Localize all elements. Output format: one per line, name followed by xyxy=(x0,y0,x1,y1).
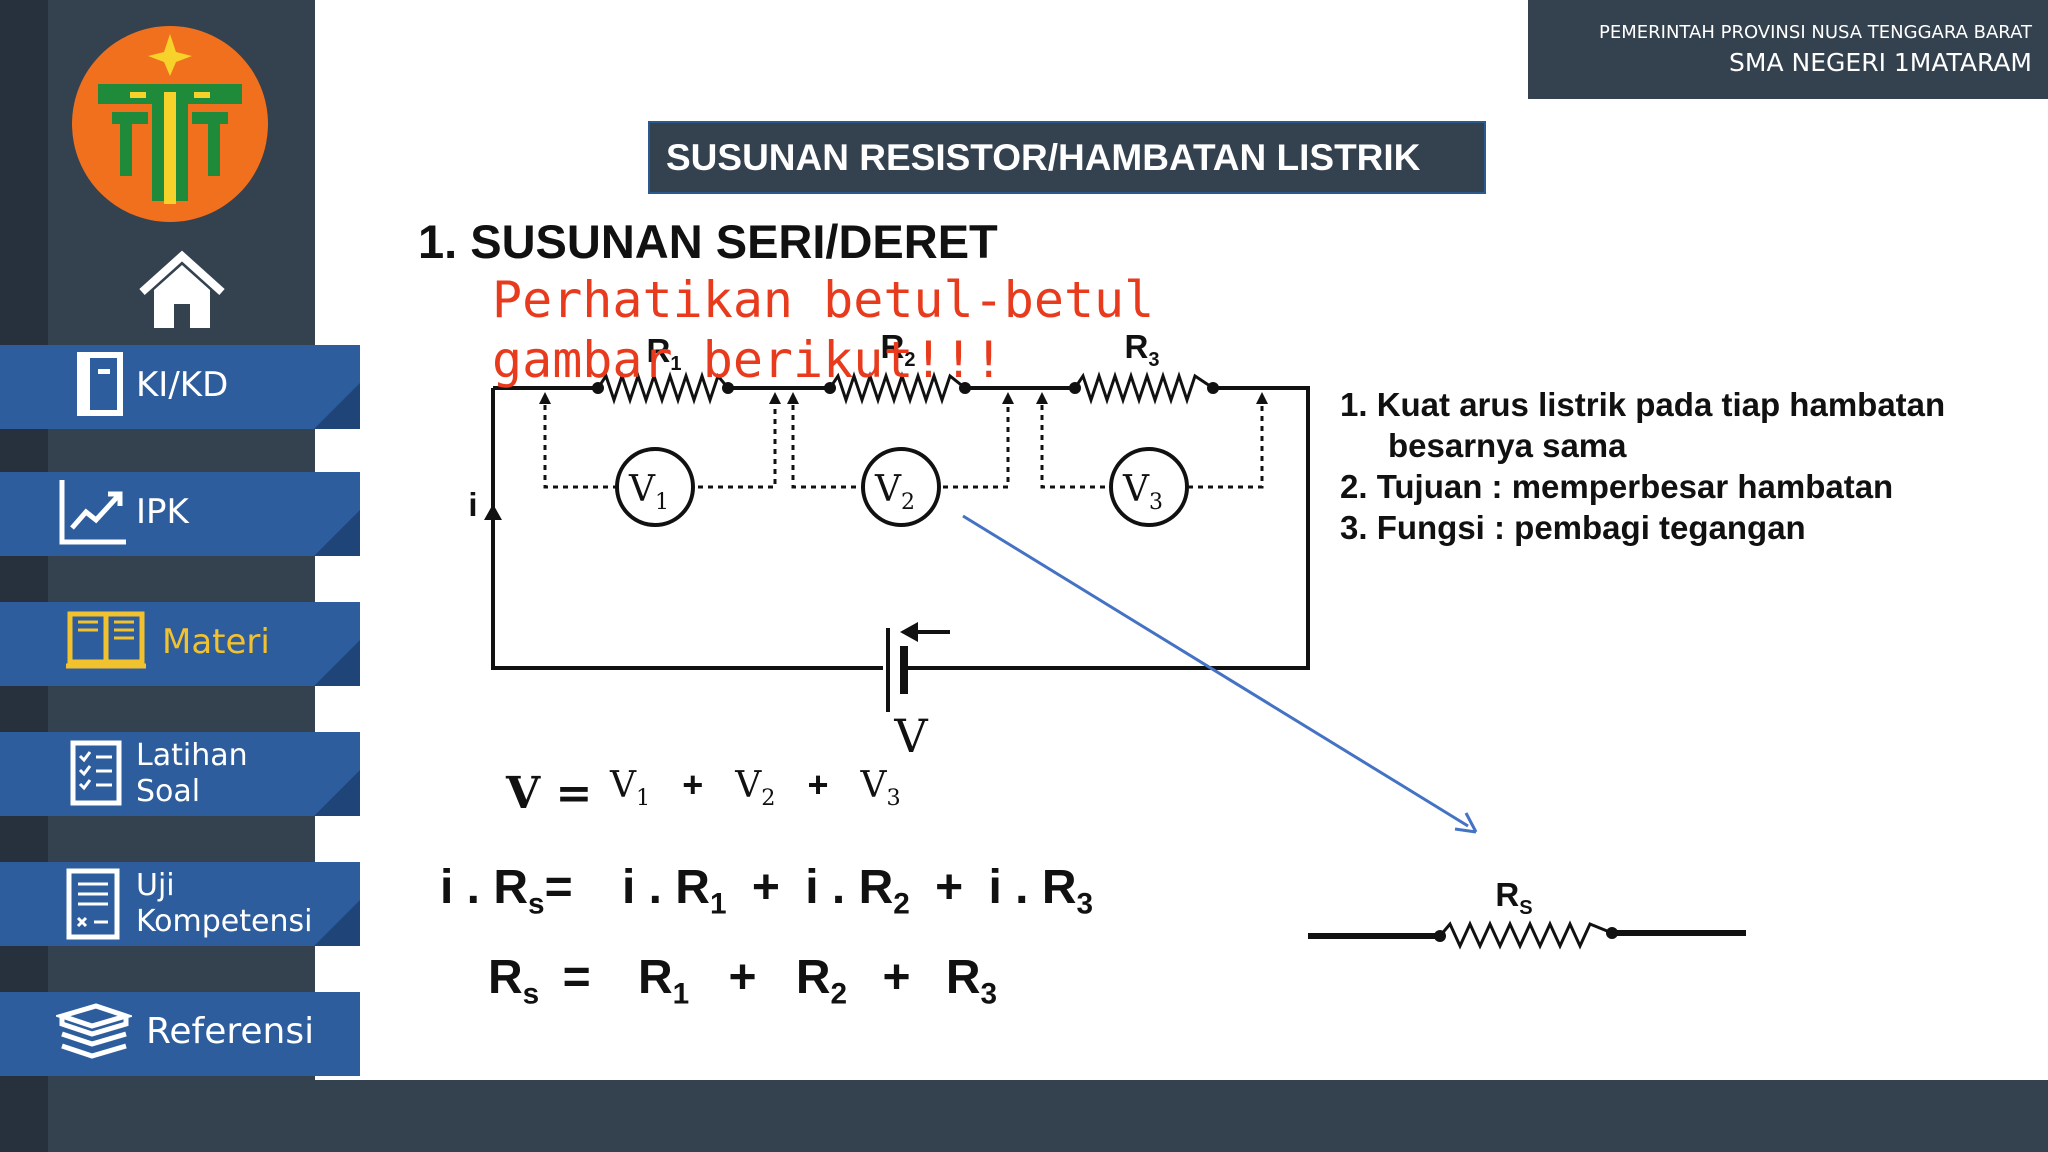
book-icon xyxy=(77,352,123,416)
equation-voltage-sum: V = xyxy=(506,768,593,819)
node-dot xyxy=(1207,382,1219,394)
node-dot xyxy=(824,382,836,394)
home-icon[interactable] xyxy=(136,250,228,332)
chart-trend-icon xyxy=(59,480,126,545)
section-heading: 1. SUSUNAN SERI/DERET xyxy=(418,215,998,268)
source-label: V xyxy=(893,709,928,763)
nav-uji-kompetensi[interactable]: Uji Kompetensi xyxy=(0,862,360,980)
note-text: Perhatikan betul-betul gambar berikut!!! xyxy=(492,271,1155,389)
equation-series-resistance: Rs = R1 + R2 + R3 xyxy=(488,951,998,1011)
nav-label: Materi xyxy=(162,622,270,662)
nav-tab-background xyxy=(0,862,360,946)
nav-label-line2: Soal xyxy=(136,774,201,809)
equation-ir-sum: i . Rs= i . R1 + i . R2 + i . R3 xyxy=(440,861,1094,921)
books-stack-icon xyxy=(56,1003,132,1059)
nav-latihan-soal[interactable]: Latihan Soal xyxy=(0,732,360,850)
voltmeter-label-3: V3 xyxy=(1122,469,1163,515)
bottom-bar xyxy=(0,1080,2048,1152)
pointer-arrow xyxy=(962,514,1478,834)
nav-label: KI/KD xyxy=(136,365,229,405)
resistor-label-3: R3 xyxy=(1125,328,1160,371)
equivalent-resistor-label: RS xyxy=(1495,876,1532,919)
school-header: PEMERINTAH PROVINSI NUSA TENGGARA BARAT … xyxy=(1528,0,2048,99)
checklist-icon xyxy=(70,740,122,806)
nav-label-line2: Kompetensi xyxy=(136,904,313,939)
bottom-bar-edge xyxy=(0,1080,48,1152)
lead-arrowheads xyxy=(539,392,1268,404)
node-dot xyxy=(592,382,604,394)
nav-referensi[interactable]: Referensi xyxy=(0,992,360,1110)
nav-label: IPK xyxy=(136,492,189,532)
property-item: 3. Fungsi : pembagi tegangan xyxy=(1340,509,1806,546)
circuit-wires xyxy=(491,371,1310,670)
nav-tab-background xyxy=(0,602,360,686)
current-arrow xyxy=(484,504,502,520)
nav-ki-kd[interactable]: KI/KD xyxy=(0,345,360,463)
equivalent-resistor xyxy=(1308,920,1746,950)
voltmeter-circles xyxy=(615,447,1189,527)
property-item: 2. Tujuan : memperbesar hambatan xyxy=(1340,468,1894,505)
equation-voltage-terms: V1 + V2 + V3 xyxy=(610,764,901,812)
nav-label: Referensi xyxy=(146,1011,315,1052)
current-label: i xyxy=(468,486,477,523)
page-title: SUSUNAN RESISTOR/HAMBATAN LISTRIK xyxy=(648,121,1486,194)
open-book-icon xyxy=(66,611,146,669)
resistor-label-1: R1 xyxy=(647,332,682,375)
voltmeter-label-1: V1 xyxy=(628,469,669,515)
node-dot xyxy=(1069,382,1081,394)
battery-symbol xyxy=(886,622,950,712)
resistor-label-2: R2 xyxy=(881,328,916,371)
nav-tab-background xyxy=(0,992,360,1076)
nav-label: Latihan xyxy=(136,738,248,773)
nav-tab-background xyxy=(0,345,360,429)
node-dot xyxy=(959,382,971,394)
province-name: PEMERINTAH PROVINSI NUSA TENGGARA BARAT xyxy=(1599,22,2032,43)
voltmeter-leads xyxy=(543,395,1264,489)
nav-ipk[interactable]: IPK xyxy=(0,472,360,590)
node-dot xyxy=(722,382,734,394)
school-emblem-icon xyxy=(72,26,268,222)
voltmeter-label-2: V2 xyxy=(874,469,915,515)
nav-label: Uji xyxy=(136,868,175,903)
properties-list: 1. Kuat arus listrik pada tiap hambatan … xyxy=(1340,384,1945,548)
test-sheet-icon xyxy=(66,868,120,940)
school-name: SMA NEGERI 1MATARAM xyxy=(1729,48,2032,77)
property-item-continuation: besarnya sama xyxy=(1388,427,1627,464)
nav-materi[interactable]: Materi xyxy=(0,602,360,720)
sidebar-edge xyxy=(0,0,48,1152)
property-item: 1. Kuat arus listrik pada tiap hambatan xyxy=(1340,386,1946,423)
nav-tab-background xyxy=(0,732,360,816)
